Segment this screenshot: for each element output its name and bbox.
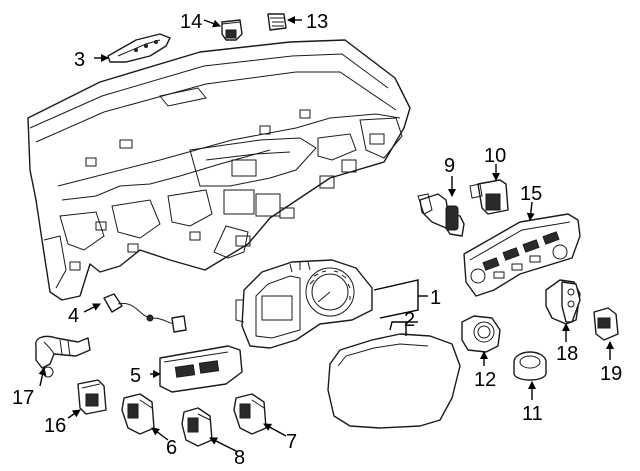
callout-4: 4 [68, 305, 79, 327]
part-6-switch [121, 393, 155, 435]
part-17-hose [35, 335, 91, 378]
part-11-knob [513, 351, 547, 381]
leader-7 [263, 423, 287, 437]
leader-6 [151, 427, 169, 441]
instrument-panel [27, 39, 411, 301]
callout-10: 10 [484, 145, 506, 167]
callout-6: 6 [166, 437, 177, 459]
leader-17 [38, 367, 47, 387]
callout-7: 7 [286, 431, 297, 453]
callout-18: 18 [556, 343, 578, 365]
part-16-switch [77, 379, 107, 415]
leader-15 [526, 201, 535, 221]
part-1-combination-meter [235, 259, 373, 349]
part-2-lens [327, 333, 461, 429]
leader-8 [209, 437, 239, 453]
part-5-switch-module [159, 345, 243, 393]
leader-4 [83, 303, 101, 313]
part-15-control-panel [463, 213, 581, 297]
part-14-switch [221, 19, 243, 41]
callout-3: 3 [74, 49, 85, 71]
part-12-start-switch [461, 315, 501, 353]
callout-5: 5 [130, 365, 141, 387]
part-18-switch [545, 279, 581, 325]
part-8-switch [181, 407, 213, 447]
callout-16: 16 [44, 415, 66, 437]
leader-14 [203, 19, 221, 28]
part-7-switch [233, 393, 267, 435]
part-10-switch [469, 179, 509, 215]
leader-1 [373, 279, 419, 319]
leader-lines [38, 16, 614, 453]
callout-12: 12 [474, 369, 496, 391]
callout-1: 1 [430, 287, 441, 309]
callout-14: 14 [180, 11, 202, 33]
callout-19: 19 [600, 363, 622, 385]
part-3-cover [107, 33, 171, 63]
callout-13: 13 [306, 11, 328, 33]
callout-labels: 1 2 3 4 5 6 7 8 9 10 11 12 13 14 15 16 1… [12, 11, 622, 469]
callout-8: 8 [234, 447, 245, 469]
part-9-switch [417, 193, 465, 237]
callout-15: 15 [520, 183, 542, 205]
callout-9: 9 [444, 155, 455, 177]
callout-11: 11 [522, 403, 543, 425]
leader-2 [389, 321, 407, 336]
part-19-switch [593, 307, 619, 341]
leader-16 [67, 409, 81, 419]
callout-2: 2 [404, 309, 415, 331]
part-13-switch [267, 13, 287, 31]
part-4-sensor [103, 293, 187, 333]
callout-17: 17 [12, 387, 34, 409]
